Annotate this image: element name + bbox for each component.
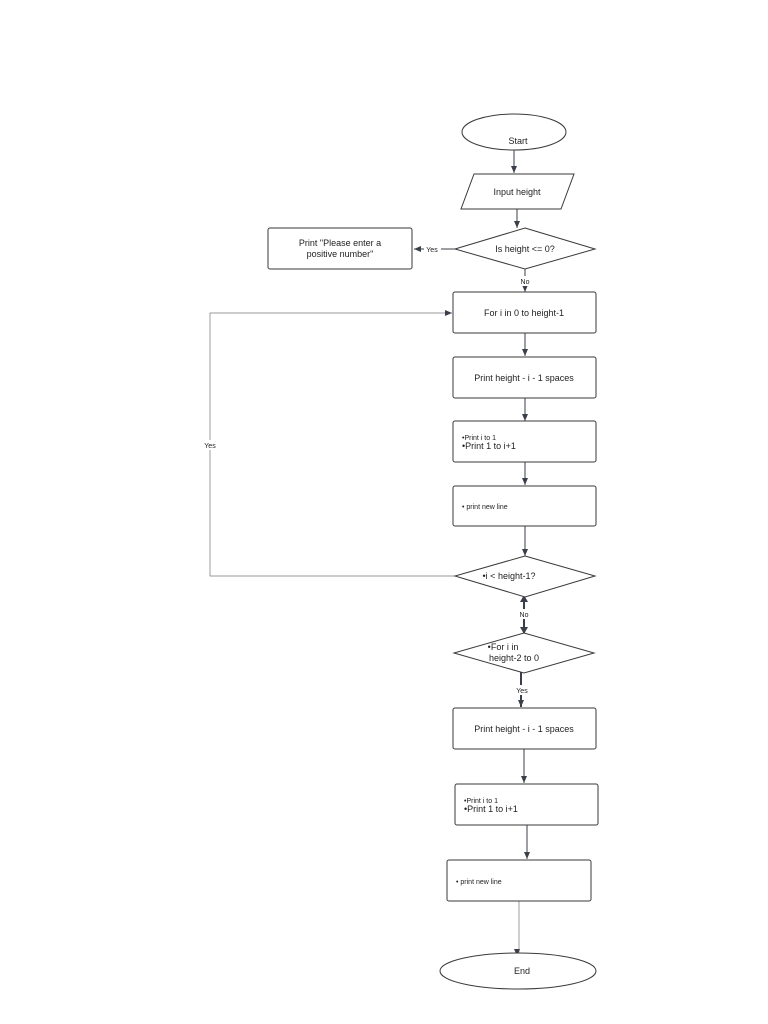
edge-for2-arrowhead-up [520, 595, 528, 602]
node-for-loop-2: •For i in height-2 to 0 [452, 632, 596, 674]
node-newline-1: • print new line [452, 485, 597, 527]
edge-labels: Yes No Yes No Yes [201, 244, 534, 695]
node-print-numbers-2: •Print i to 1 •Print 1 to i+1 [454, 783, 599, 826]
node-check-i: •i < height-1? [453, 555, 597, 598]
node-for-loop-1: For i in 0 to height-1 [452, 291, 597, 334]
print-i-to-1-label-1: •Print i to 1 [462, 435, 496, 442]
print-1-to-i-label-1: •Print 1 to i+1 [462, 441, 516, 451]
print-1-to-i-label-2: •Print 1 to i+1 [464, 804, 518, 814]
edge-label-for2-yes: Yes [516, 688, 528, 695]
print-i-to-1-label-2: •Print i to 1 [464, 798, 498, 805]
node-check-height: Is height <= 0? [453, 227, 597, 270]
error-message-line2: positive number" [307, 249, 374, 259]
check-i-label: •i < height-1? [483, 571, 536, 581]
check-height-label: Is height <= 0? [495, 244, 555, 254]
for-loop-2-line2: height-2 to 0 [489, 653, 539, 663]
node-spaces-2: Print height - i - 1 spaces [452, 707, 597, 750]
newline-1-label: • print new line [462, 504, 508, 511]
end-label: End [514, 966, 530, 976]
edge-loop-back-yes [209, 310, 456, 577]
for-loop-1-label: For i in 0 to height-1 [484, 308, 564, 318]
for-loop-2-line1: •For i in [488, 642, 519, 652]
start-label: Start [508, 136, 528, 146]
edge-label-error-yes: Yes [426, 247, 438, 254]
input-height-label: Input height [493, 187, 541, 197]
node-error-message: Print "Please enter a positive number" [267, 227, 413, 270]
node-input-height: Input height [460, 173, 575, 210]
error-message-line1: Print "Please enter a [299, 238, 381, 248]
edge-label-height-no: No [521, 279, 530, 286]
node-spaces-1: Print height - i - 1 spaces [452, 356, 597, 399]
newline-2-label: • print new line [456, 879, 502, 886]
edges [209, 150, 530, 956]
node-newline-2: • print new line [446, 859, 592, 902]
node-start: Start [461, 113, 567, 151]
edge-label-loop-no: No [520, 612, 529, 619]
node-end: End [439, 952, 597, 990]
spaces-1-label: Print height - i - 1 spaces [474, 373, 574, 383]
node-print-numbers-1: •Print i to 1 •Print 1 to i+1 [452, 420, 597, 463]
edge-newline2-to-end [514, 901, 520, 956]
edge-label-loop-yes: Yes [204, 443, 216, 450]
edge-for2-arrowhead-down [520, 627, 528, 634]
spaces-2-label: Print height - i - 1 spaces [474, 724, 574, 734]
